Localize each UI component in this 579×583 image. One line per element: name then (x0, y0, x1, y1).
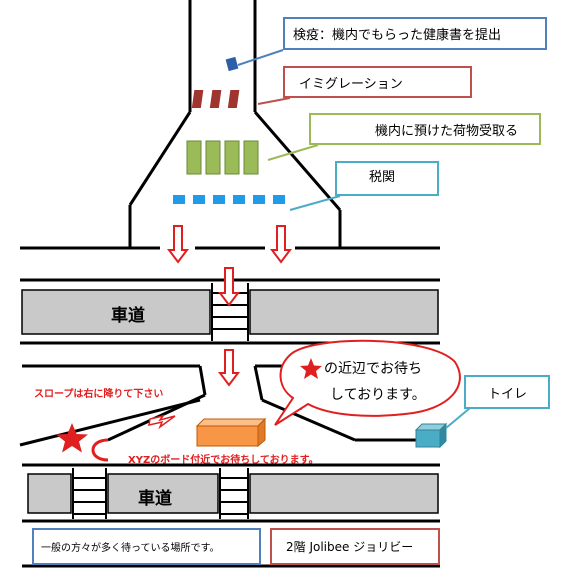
immigration-label: イミグレーション (299, 76, 403, 92)
crossing-arrow-lower (218, 349, 240, 387)
waiting-area-callout: 一般の方々が多く待っている場所です。 (32, 528, 261, 565)
quarantine-desk (225, 56, 239, 72)
jollibee-callout: 2階 Jolibee ジョリビー (270, 528, 440, 565)
lower-crosswalk-right (219, 468, 249, 519)
callout-pointers (237, 49, 341, 211)
immigration-booths (191, 90, 240, 108)
toilet-callout: トイレ (464, 375, 550, 409)
crossing-arrow-upper (218, 267, 240, 307)
lower-road (22, 463, 440, 523)
jollibee-label: 2階 Jolibee ジョリビー (286, 540, 414, 554)
upper-road-label: 車道 (111, 306, 145, 326)
immigration-callout: イミグレーション (283, 66, 472, 98)
terminal-outline (20, 0, 440, 250)
bubble-star-icon (300, 358, 322, 379)
quarantine-label: 検疫：機内でもらった健康書を提出 (293, 28, 502, 43)
star-marker-icon (56, 423, 88, 453)
lower-crosswalk-left (72, 468, 107, 519)
xyz-board-note: XYZのボード付近でお待ちしております。 (128, 455, 319, 466)
speech-bubble (274, 339, 461, 426)
baggage-label: 機内に預けた荷物受取る (375, 123, 519, 139)
uturn-arrow (91, 438, 109, 462)
customs-label: 税関 (369, 170, 396, 185)
exit-arrows (167, 225, 292, 264)
customs-desks (173, 195, 285, 204)
customs-callout: 税関 (335, 161, 439, 196)
baggage-carousels (186, 140, 259, 175)
xyz-board-box (195, 417, 267, 448)
slope-note: スロープは右に降りて下さい (34, 389, 164, 400)
toilet-box (414, 422, 448, 449)
lower-road-label: 車道 (138, 489, 172, 509)
bubble-line-1: の近辺でお待ち (324, 361, 422, 377)
quarantine-callout: 検疫：機内でもらった健康書を提出 (283, 17, 547, 50)
toilet-pointer (445, 407, 471, 429)
baggage-callout: 機内に預けた荷物受取る (309, 113, 541, 145)
slope-arrow (148, 414, 176, 430)
bubble-line-2: しております。 (330, 387, 426, 403)
upper-road (20, 278, 440, 345)
toilet-label: トイレ (488, 386, 528, 402)
waiting-area-label: 一般の方々が多く待っている場所です。 (41, 543, 220, 554)
